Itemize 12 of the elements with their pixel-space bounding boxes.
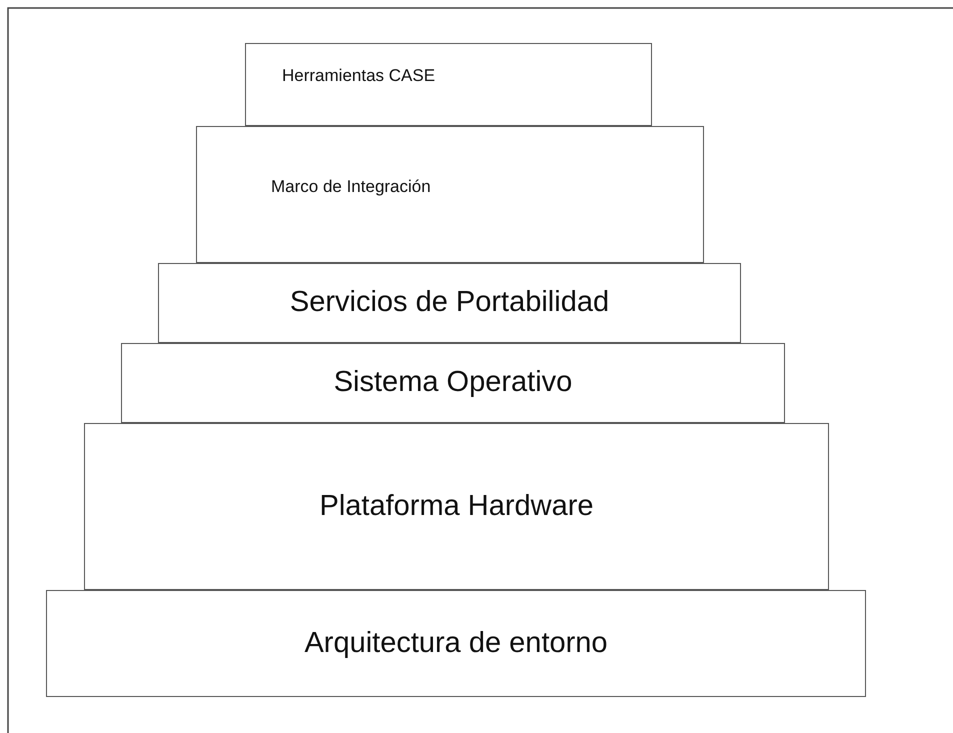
layer-label: Herramientas CASE [282, 66, 436, 86]
layer-label: Sistema Operativo [332, 366, 574, 399]
layer-label: Marco de Integración [271, 177, 431, 197]
layer-label: Arquitectura de entorno [303, 626, 609, 660]
layer-box [46, 590, 866, 697]
layer-label: Servicios de Portabilidad [288, 286, 610, 319]
layer-box [121, 343, 785, 423]
layer-box [245, 43, 652, 126]
layer-box [196, 126, 704, 263]
layer-label: Plataforma Hardware [318, 490, 594, 522]
layer-box [158, 263, 741, 343]
layer-box [84, 423, 829, 590]
